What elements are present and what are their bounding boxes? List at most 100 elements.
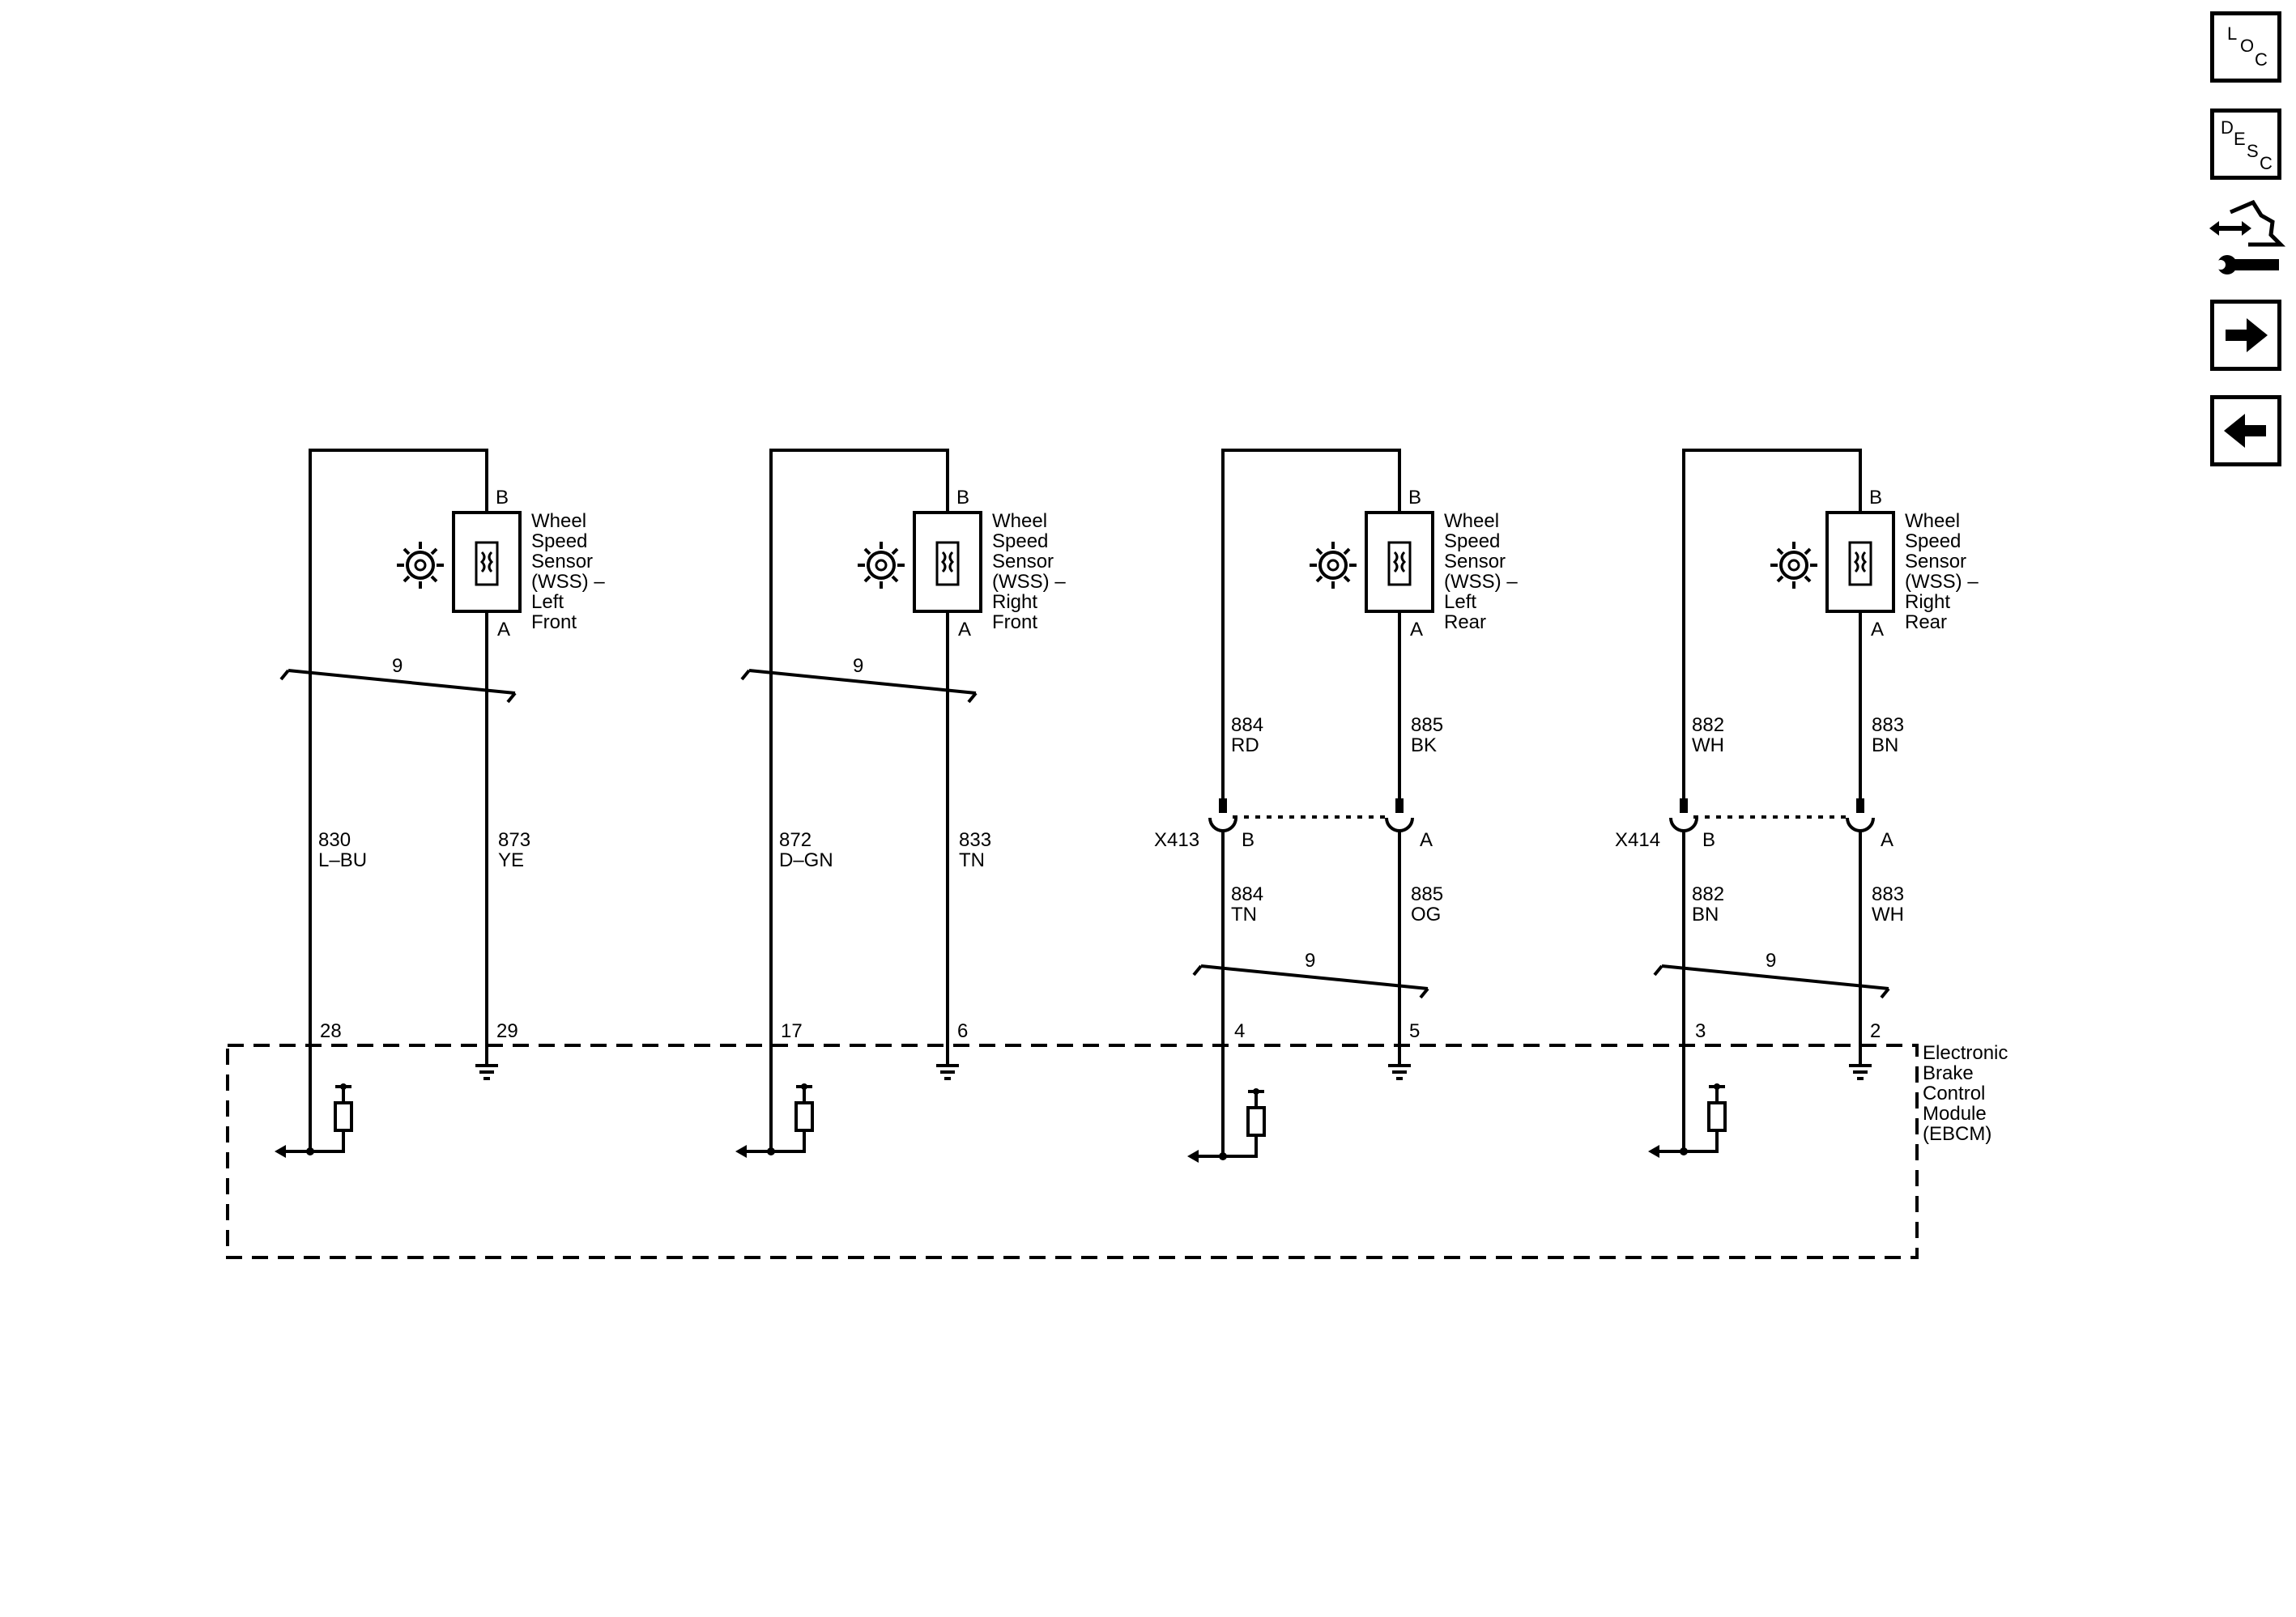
- svg-text:E: E: [2234, 129, 2246, 149]
- ebcm-module-boundary: [226, 1044, 1919, 1259]
- svg-text:883: 883: [1872, 883, 1904, 905]
- connector-x413: X413 B A: [1154, 798, 1433, 851]
- next-button[interactable]: [2210, 300, 2281, 371]
- svg-text:28: 28: [320, 1020, 342, 1042]
- svg-text:Sensor: Sensor: [531, 551, 593, 572]
- svg-text:TN: TN: [1231, 904, 1257, 926]
- svg-text:X413: X413: [1154, 829, 1199, 851]
- svg-text:Right: Right: [992, 591, 1037, 613]
- wss-right-front: B A Wheel Speed Sensor (WSS) – Right Fro…: [735, 449, 1066, 1158]
- svg-text:Front: Front: [531, 611, 577, 633]
- svg-text:Speed: Speed: [1444, 530, 1500, 552]
- svg-text:884: 884: [1231, 714, 1263, 736]
- ebcm-module-label: Electronic Brake Control Module (EBCM): [1923, 1042, 2008, 1145]
- svg-text:Sensor: Sensor: [1444, 551, 1506, 572]
- svg-text:884: 884: [1231, 883, 1263, 905]
- desc-icon: D E S C: [2221, 117, 2273, 173]
- svg-text:B: B: [1702, 829, 1715, 851]
- gear-icon: [1770, 542, 1817, 589]
- svg-text:9: 9: [1766, 950, 1776, 972]
- svg-text:883: 883: [1872, 714, 1904, 736]
- svg-text:5: 5: [1409, 1020, 1420, 1042]
- svg-text:S: S: [2247, 141, 2259, 161]
- svg-text:OG: OG: [1411, 904, 1441, 926]
- svg-text:(WSS) –: (WSS) –: [992, 571, 1066, 593]
- svg-text:A: A: [1420, 829, 1433, 851]
- svg-text:Wheel: Wheel: [1444, 510, 1499, 532]
- svg-text:830: 830: [318, 829, 351, 851]
- arrow-left-icon: [2224, 414, 2266, 448]
- svg-text:Left: Left: [531, 591, 564, 613]
- svg-text:L: L: [2227, 23, 2237, 44]
- svg-text:882: 882: [1692, 883, 1724, 905]
- svg-text:B: B: [1869, 487, 1882, 509]
- svg-text:873: 873: [498, 829, 530, 851]
- connector-tool-button[interactable]: [2206, 198, 2289, 282]
- svg-text:A: A: [1881, 829, 1893, 851]
- svg-text:A: A: [1871, 619, 1884, 640]
- previous-button[interactable]: [2210, 395, 2281, 466]
- svg-text:4: 4: [1234, 1020, 1245, 1042]
- svg-text:(WSS) –: (WSS) –: [531, 571, 605, 593]
- svg-text:Sensor: Sensor: [1905, 551, 1966, 572]
- svg-text:TN: TN: [959, 849, 985, 871]
- svg-text:C: C: [2260, 153, 2273, 173]
- svg-text:833: 833: [959, 829, 991, 851]
- svg-text:Front: Front: [992, 611, 1037, 633]
- svg-text:29: 29: [496, 1020, 518, 1042]
- connector-x414: X414 B A: [1615, 798, 1893, 851]
- location-button[interactable]: L O C: [2210, 11, 2281, 83]
- svg-text:882: 882: [1692, 714, 1724, 736]
- svg-text:Brake: Brake: [1923, 1062, 1974, 1084]
- svg-text:872: 872: [779, 829, 811, 851]
- svg-text:B: B: [496, 487, 509, 509]
- svg-text:Electronic: Electronic: [1923, 1042, 2008, 1064]
- svg-text:Rear: Rear: [1905, 611, 1947, 633]
- svg-text:9: 9: [853, 655, 863, 677]
- gear-icon: [1310, 542, 1357, 589]
- svg-text:Sensor: Sensor: [992, 551, 1054, 572]
- svg-text:(WSS) –: (WSS) –: [1905, 571, 1979, 593]
- svg-text:BN: BN: [1692, 904, 1719, 926]
- svg-text:Speed: Speed: [531, 530, 587, 552]
- svg-text:Control: Control: [1923, 1083, 1985, 1104]
- svg-text:Wheel: Wheel: [992, 510, 1047, 532]
- svg-text:17: 17: [781, 1020, 803, 1042]
- svg-text:BN: BN: [1872, 734, 1898, 756]
- svg-text:O: O: [2240, 36, 2254, 56]
- arrow-right-icon: [2226, 318, 2268, 352]
- svg-text:YE: YE: [498, 849, 524, 871]
- connector-wrench-icon: [2209, 199, 2286, 274]
- svg-text:Left: Left: [1444, 591, 1476, 613]
- svg-text:2: 2: [1870, 1020, 1881, 1042]
- svg-text:B: B: [956, 487, 969, 509]
- svg-text:A: A: [497, 619, 510, 640]
- svg-text:Right: Right: [1905, 591, 1950, 613]
- svg-text:6: 6: [957, 1020, 968, 1042]
- svg-text:(WSS) –: (WSS) –: [1444, 571, 1518, 593]
- svg-text:Wheel: Wheel: [1905, 510, 1960, 532]
- wss-left-front: B A Wheel Speed Sensor (WSS) – Left Fron…: [275, 449, 605, 1158]
- svg-text:A: A: [958, 619, 971, 640]
- svg-text:L–BU: L–BU: [318, 849, 367, 871]
- svg-text:D: D: [2221, 117, 2234, 138]
- svg-text:BK: BK: [1411, 734, 1437, 756]
- svg-text:9: 9: [1305, 950, 1315, 972]
- svg-text:C: C: [2255, 49, 2268, 70]
- svg-text:Rear: Rear: [1444, 611, 1486, 633]
- svg-text:9: 9: [392, 655, 403, 677]
- svg-text:B: B: [1408, 487, 1421, 509]
- svg-text:X414: X414: [1615, 829, 1660, 851]
- description-button[interactable]: D E S C: [2210, 109, 2281, 180]
- loc-icon: L O C: [2227, 23, 2268, 70]
- svg-text:Module: Module: [1923, 1103, 1987, 1125]
- svg-text:WH: WH: [1872, 904, 1904, 926]
- svg-text:Speed: Speed: [992, 530, 1048, 552]
- svg-text:3: 3: [1695, 1020, 1706, 1042]
- svg-text:RD: RD: [1231, 734, 1259, 756]
- svg-text:D–GN: D–GN: [779, 849, 833, 871]
- svg-text:Speed: Speed: [1905, 530, 1961, 552]
- svg-text:A: A: [1410, 619, 1423, 640]
- svg-text:WH: WH: [1692, 734, 1724, 756]
